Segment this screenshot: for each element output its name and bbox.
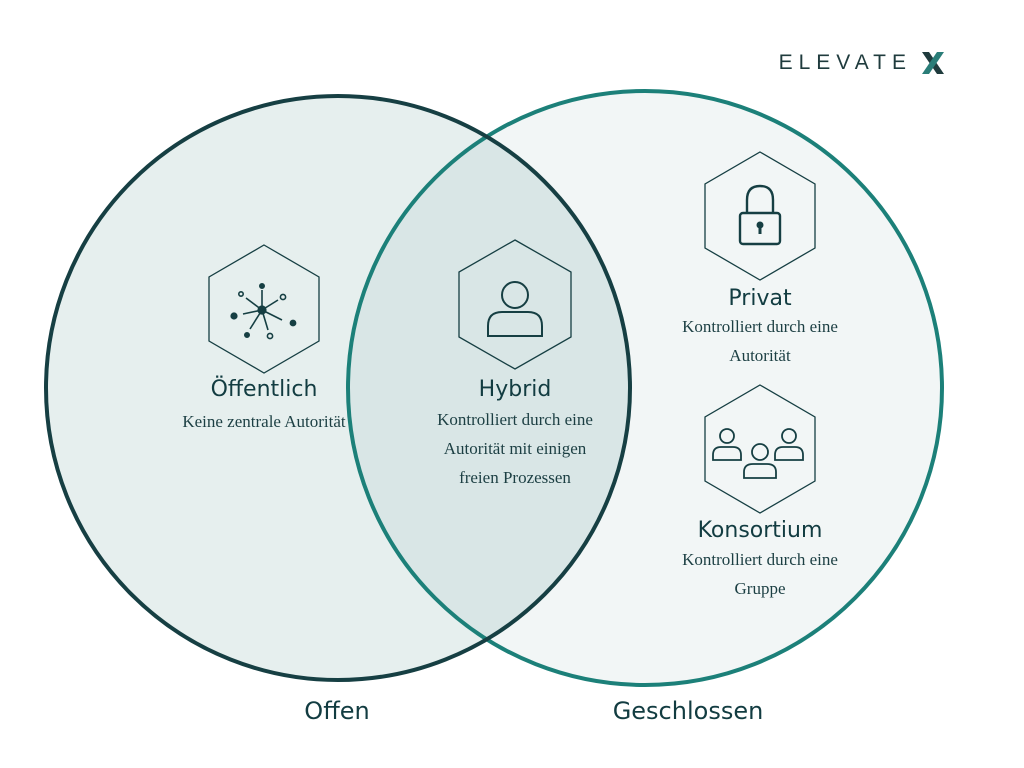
hybrid-description-line: Kontrolliert durch eine — [437, 410, 593, 429]
public-hexagon — [208, 244, 320, 374]
left-circle-outline — [44, 94, 632, 682]
hybrid-description-line: freien Prozessen — [459, 468, 571, 487]
consortium-description-line: Kontrolliert durch eine — [682, 550, 838, 569]
set-label-closed: Geschlossen — [612, 697, 764, 725]
private-hexagon — [704, 151, 816, 281]
x-logo-mark-icon — [922, 52, 944, 74]
consortium-hexagon — [704, 384, 816, 514]
logo-wordmark: ELEVATE — [778, 51, 912, 74]
private-title: Privat — [728, 286, 792, 311]
overlap-fill — [348, 96, 630, 680]
elevate-x-logo: ELEVATE — [779, 50, 946, 76]
consortium-description-line: Gruppe — [734, 579, 786, 598]
set-label-open: Offen — [304, 697, 370, 725]
hybrid-hexagon — [458, 239, 572, 370]
private-description-line: Autorität — [729, 346, 791, 365]
hybrid-description: Kontrolliert durch eine Autorität mit ei… — [395, 405, 635, 492]
consortium-title: Konsortium — [697, 518, 823, 543]
private-description: Kontrolliert durch eine Autorität — [640, 312, 880, 370]
consortium-description: Kontrolliert durch eine Gruppe — [640, 545, 880, 603]
group-icon — [712, 428, 804, 479]
hybrid-title: Hybrid — [478, 377, 552, 402]
person-icon — [487, 281, 543, 337]
public-title: Öffentlich — [210, 377, 318, 402]
network-nodes-icon — [230, 282, 297, 340]
private-description-line: Kontrolliert durch eine — [682, 317, 838, 336]
public-description: Keine zentrale Autorität — [182, 412, 346, 431]
padlock-icon — [738, 184, 782, 246]
right-circle-outline — [346, 89, 944, 687]
hybrid-description-line: Autorität mit einigen — [443, 439, 587, 458]
